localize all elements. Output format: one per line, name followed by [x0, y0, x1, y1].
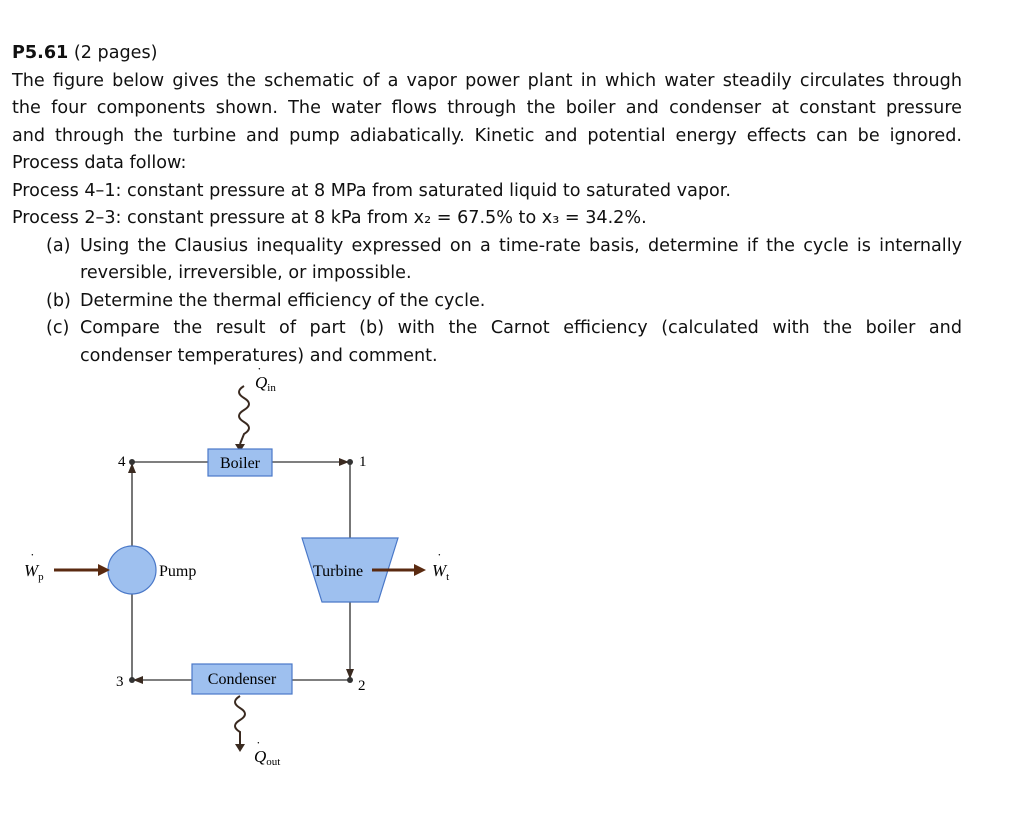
vapor-power-plant-schematic: Qin ˙ 4 1 2 3 Boiler Pump Turbine: [24, 366, 449, 768]
problem-text: P5.61 (2 pages) The figure below gives t…: [12, 40, 962, 370]
q-out-label: Qout: [254, 747, 280, 768]
heat-in-wavy-arrow: [238, 385, 250, 445]
heat-in-arrowhead: [235, 444, 245, 452]
condenser: Condenser: [191, 663, 293, 695]
part-a-marker: (a): [46, 235, 71, 256]
condenser-label: Condenser: [208, 671, 277, 688]
process-4-1: Process 4–1: constant pressure at 8 MPa …: [12, 180, 731, 201]
part-b-marker: (b): [46, 290, 71, 311]
pages-note: (2 pages): [73, 43, 158, 63]
turbine-label: Turbine: [313, 563, 363, 580]
state-3-label: 3: [116, 674, 124, 690]
q-in-label: Qin: [255, 373, 276, 394]
boiler: Boiler: [207, 448, 273, 477]
heat-in: Qin ˙: [235, 366, 276, 452]
problem-id: P5.61: [12, 43, 69, 63]
part-c-text-2: condenser temperatures) and comment.: [80, 345, 438, 366]
state-1-label: 1: [359, 454, 367, 470]
state-2-label: 2: [358, 678, 366, 694]
w-p-dot: ˙: [30, 552, 35, 567]
problem-heading: P5.61 (2 pages): [12, 40, 962, 68]
state-points: [129, 459, 353, 683]
q-in-dot: ˙: [257, 366, 262, 381]
intro-line-1: The figure below gives the schematic of …: [12, 70, 962, 91]
process-2-3: Process 2–3: constant pressure at 8 kPa …: [12, 208, 647, 228]
intro-line-2: the four components shown. The water flo…: [12, 98, 962, 118]
w-t-dot: ˙: [437, 552, 442, 567]
heat-out-wavy-arrow: [234, 695, 246, 744]
boiler-label: Boiler: [220, 455, 261, 472]
w-t-label: Wt: [432, 561, 449, 583]
part-b-text: Determine the thermal efficiency of the …: [80, 290, 486, 311]
part-a: (a) Using the Clausius inequality expres…: [12, 233, 962, 288]
turbine: Turbine: [301, 537, 399, 603]
turbine-work: Wt ˙: [372, 552, 449, 583]
pump-label: Pump: [159, 563, 196, 580]
part-c-marker: (c): [46, 318, 70, 338]
pump-work: Wp ˙: [24, 552, 110, 583]
cycle-lines: [128, 458, 354, 684]
intro-line-3: and through the turbine and pump adiabat…: [12, 125, 962, 146]
q-out-dot: ˙: [256, 740, 261, 755]
state-4-label: 4: [118, 454, 126, 470]
pump: Pump: [107, 545, 196, 595]
intro-line-4: Process data follow:: [12, 153, 187, 173]
heat-out: Qout ˙: [234, 695, 280, 768]
w-p-label: Wp: [24, 561, 44, 583]
heat-out-arrowhead: [235, 744, 245, 752]
part-c-text: Compare the result of part (b) with the …: [80, 318, 962, 338]
part-a-text-2: reversible, irreversible, or impossible.: [80, 263, 412, 283]
part-b: (b) Determine the thermal efficiency of …: [12, 288, 962, 316]
part-a-text: Using the Clausius inequality expressed …: [80, 235, 962, 256]
part-c: (c) Compare the result of part (b) with …: [12, 315, 962, 370]
